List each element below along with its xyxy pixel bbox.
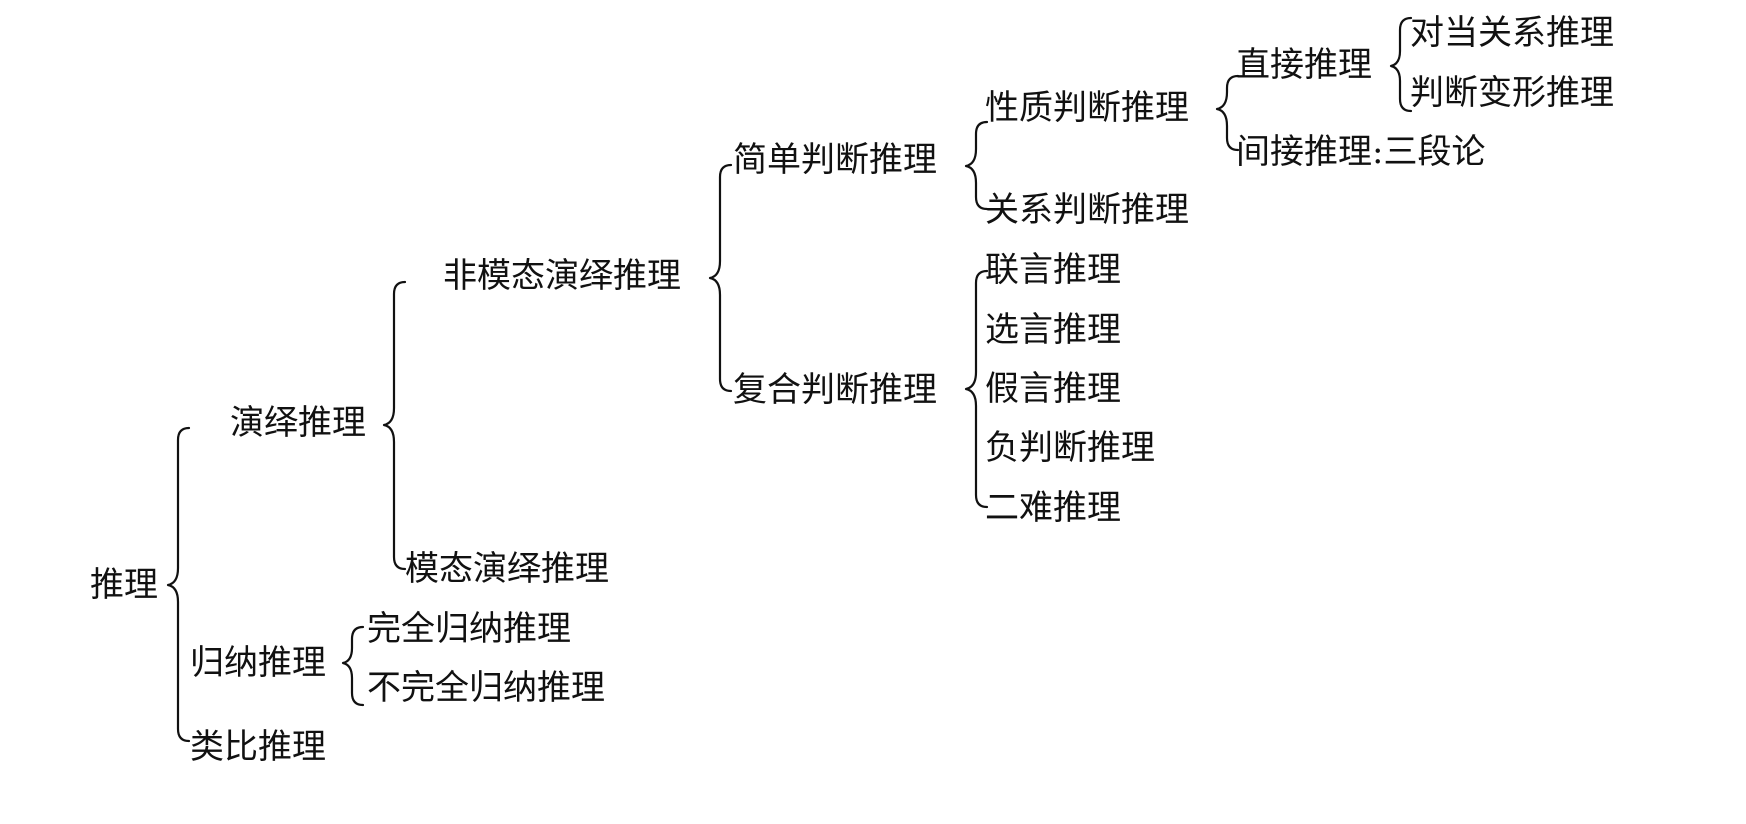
node-disjunctive: 选言推理 xyxy=(985,310,1121,350)
node-root: 推理 xyxy=(90,565,158,605)
node-induction: 归纳推理 xyxy=(190,643,326,683)
node-conjunctive: 联言推理 xyxy=(985,250,1121,290)
brace-simple xyxy=(964,120,989,211)
brace-property xyxy=(1215,74,1240,152)
node-transformation: 判断变形推理 xyxy=(1410,73,1614,113)
node-incomplete-induction: 不完全归纳推理 xyxy=(367,668,605,708)
node-simple-judgment: 简单判断推理 xyxy=(733,140,937,180)
node-dilemma: 二难推理 xyxy=(985,488,1121,528)
brace-induction xyxy=(341,625,365,707)
node-non-modal-deduction: 非模态演绎推理 xyxy=(443,256,681,296)
node-analogy: 类比推理 xyxy=(190,727,326,767)
brace-root xyxy=(166,426,191,743)
node-complete-induction: 完全归纳推理 xyxy=(367,609,571,649)
node-indirect: 间接推理:三段论 xyxy=(1236,132,1486,172)
node-direct: 直接推理 xyxy=(1236,45,1372,85)
brace-non-modal xyxy=(708,163,733,393)
brace-direct xyxy=(1389,16,1413,113)
node-property-judgment: 性质判断推理 xyxy=(985,88,1189,128)
node-deduction: 演绎推理 xyxy=(230,403,366,443)
node-compound-judgment: 复合判断推理 xyxy=(733,370,937,410)
brace-compound xyxy=(964,269,989,509)
node-relation-judgment: 关系判断推理 xyxy=(985,190,1189,230)
node-modal-deduction: 模态演绎推理 xyxy=(405,549,609,589)
node-negative: 负判断推理 xyxy=(985,428,1155,468)
brace-deduction xyxy=(382,280,407,571)
node-hypothetical: 假言推理 xyxy=(985,369,1121,409)
node-opposition: 对当关系推理 xyxy=(1410,13,1614,53)
